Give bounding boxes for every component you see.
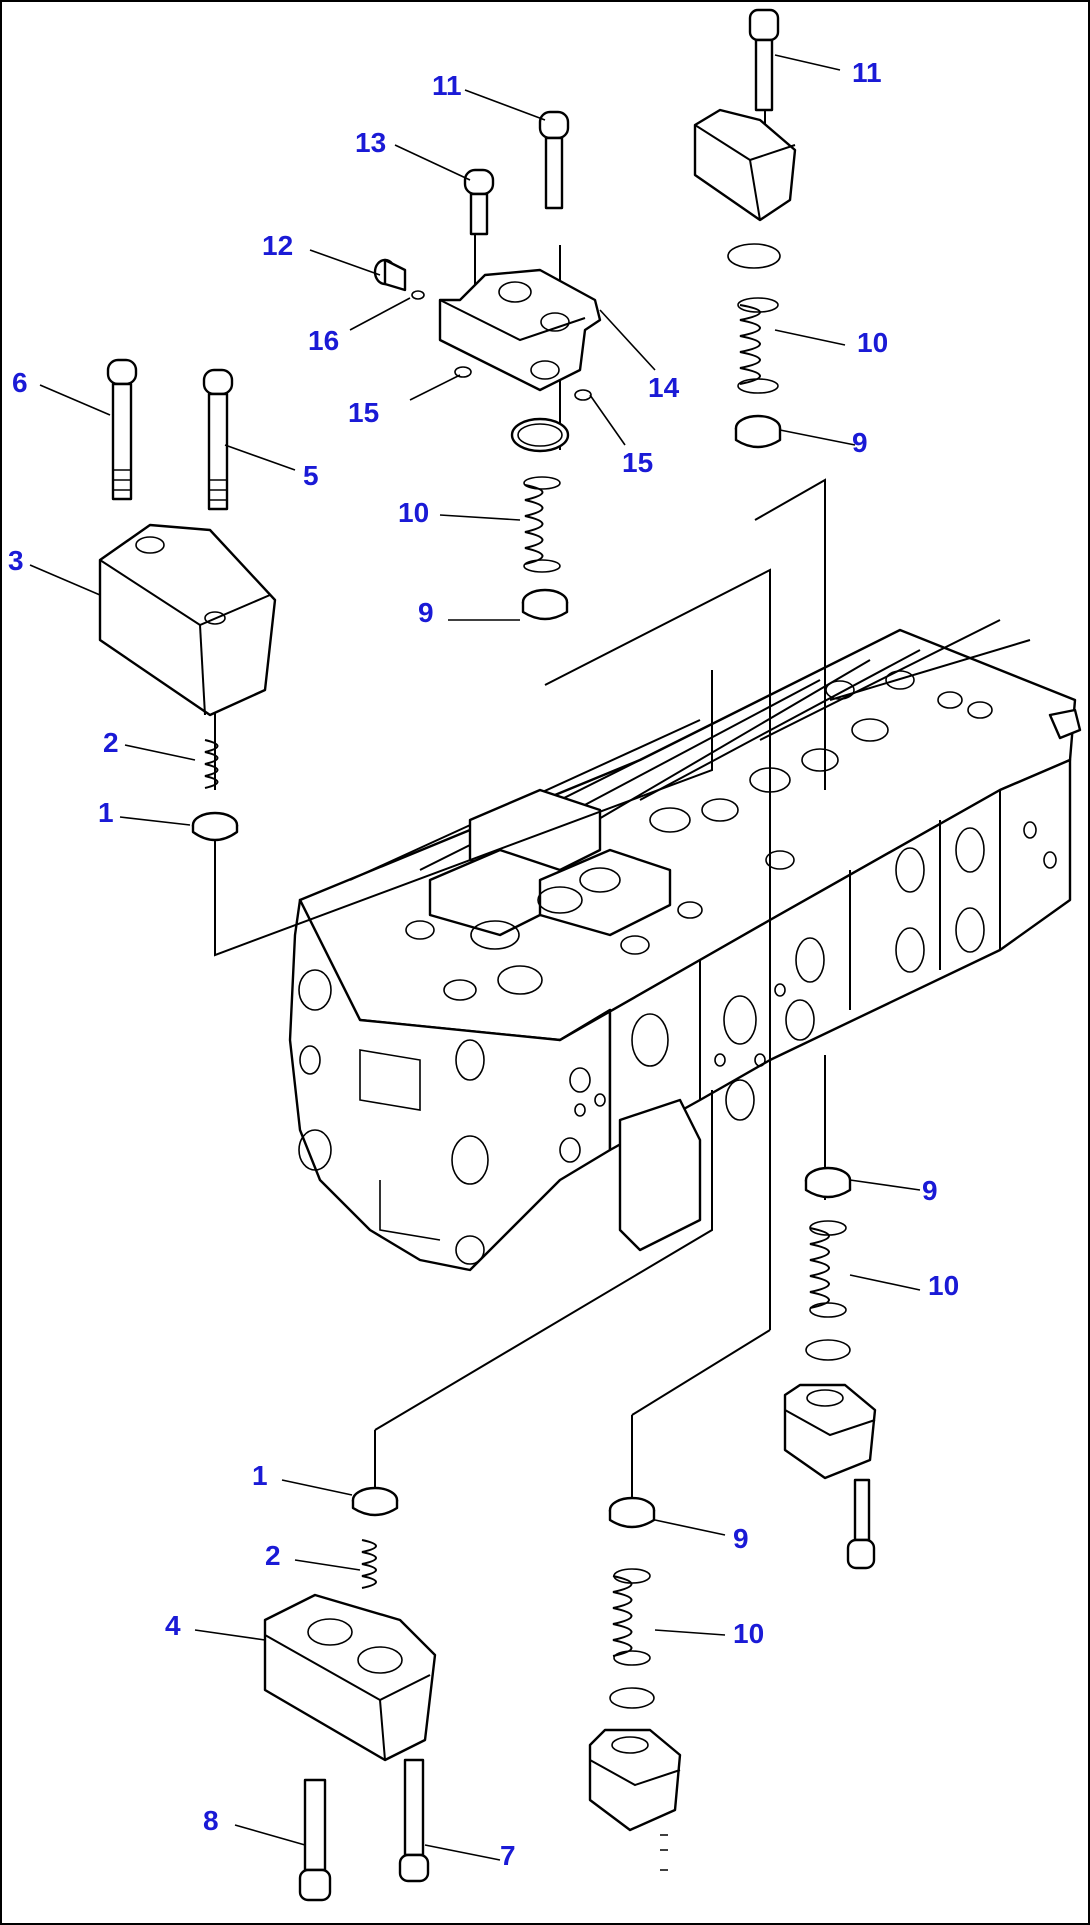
callout-8: 8 bbox=[203, 1805, 219, 1836]
callout-9-right: 9 bbox=[852, 427, 868, 458]
callout-3: 3 bbox=[8, 545, 24, 576]
callout-12: 12 bbox=[262, 230, 293, 261]
callout-2-bottom: 2 bbox=[265, 1540, 281, 1571]
callout-labels: 1 2 3 5 6 9 10 11 12 13 14 15 15 16 11 1… bbox=[8, 57, 959, 1871]
callout-14: 14 bbox=[648, 372, 680, 403]
callout-6: 6 bbox=[12, 367, 28, 398]
callout-11-right: 11 bbox=[852, 57, 882, 88]
top-right-assembly bbox=[693, 8, 797, 449]
callout-10-bottom: 10 bbox=[733, 1618, 764, 1649]
callout-13: 13 bbox=[355, 127, 386, 158]
callout-7: 7 bbox=[500, 1840, 516, 1871]
callout-9: 9 bbox=[418, 597, 434, 628]
callout-15-right: 15 bbox=[622, 447, 653, 478]
bottom-left-assembly bbox=[263, 1486, 437, 1902]
callout-15-left: 15 bbox=[348, 397, 379, 428]
right-lower-assembly bbox=[783, 1166, 877, 1570]
callout-10: 10 bbox=[398, 497, 429, 528]
callout-10-right: 10 bbox=[857, 327, 888, 358]
callout-1: 1 bbox=[98, 797, 114, 828]
bottom-center-assembly bbox=[588, 1496, 682, 1871]
callout-2: 2 bbox=[103, 727, 119, 758]
callout-10-lower-right: 10 bbox=[928, 1270, 959, 1301]
callout-1-bottom: 1 bbox=[252, 1460, 268, 1491]
top-cap-assembly bbox=[373, 110, 602, 621]
callout-leaders bbox=[29, 54, 921, 1861]
callout-11: 11 bbox=[432, 70, 462, 101]
assembly-lines bbox=[214, 105, 826, 1510]
main-valve-block bbox=[288, 619, 1082, 1272]
callout-4: 4 bbox=[165, 1610, 181, 1641]
callout-9-lower-right: 9 bbox=[922, 1175, 938, 1206]
callout-5: 5 bbox=[303, 460, 319, 491]
left-cover-assembly bbox=[98, 358, 277, 842]
callout-9-bottom: 9 bbox=[733, 1523, 749, 1554]
callout-16: 16 bbox=[308, 325, 339, 356]
